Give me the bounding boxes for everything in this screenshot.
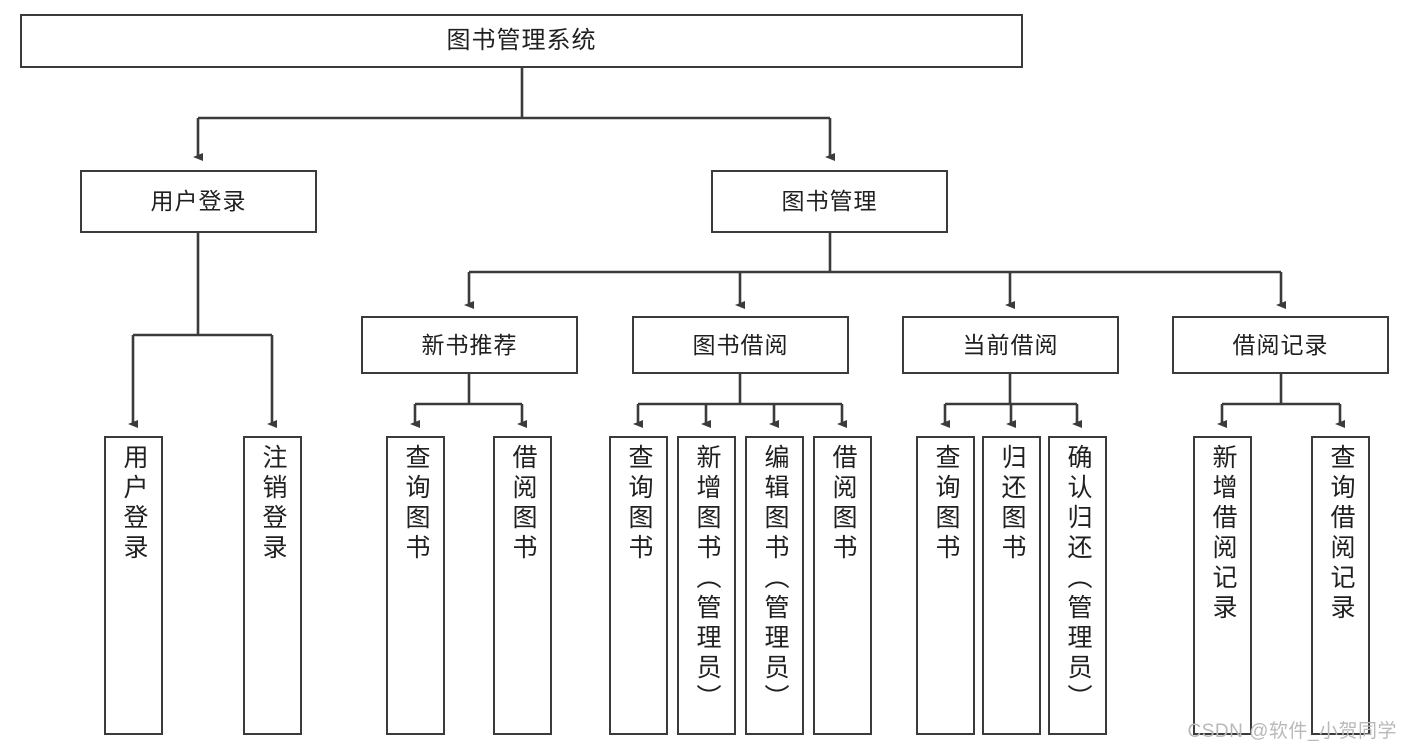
node-label: 确认归还（管理员）	[1064, 444, 1092, 714]
node-book-management[interactable]: 图书管理	[711, 170, 948, 233]
leaf-borrow-add-book[interactable]: 新增图书（管理员）	[677, 436, 736, 735]
leaf-records-query-record[interactable]: 查询借阅记录	[1311, 436, 1370, 735]
leaf-borrow-edit-book[interactable]: 编辑图书（管理员）	[745, 436, 804, 735]
node-label: 图书管理	[781, 188, 878, 215]
node-label: 编辑图书（管理员）	[761, 444, 789, 714]
node-label: 查询借阅记录	[1327, 444, 1355, 624]
leaf-user-login-login[interactable]: 用户登录	[104, 436, 163, 735]
node-label: 查询图书	[625, 444, 653, 564]
node-current-borrow[interactable]: 当前借阅	[902, 316, 1119, 374]
csdn-watermark: CSDN @软件_小贺同学	[1187, 721, 1397, 742]
node-label: 借阅图书	[829, 444, 857, 564]
node-label: 图书管理系统	[446, 27, 597, 55]
node-label: 用户登录	[150, 188, 247, 215]
leaf-current-confirm-return[interactable]: 确认归还（管理员）	[1048, 436, 1107, 735]
node-label: 图书借阅	[692, 331, 789, 358]
leaf-new-book-borrow[interactable]: 借阅图书	[493, 436, 552, 735]
node-user-login[interactable]: 用户登录	[80, 170, 317, 233]
node-label: 新书推荐	[421, 331, 518, 358]
leaf-current-query-book[interactable]: 查询图书	[916, 436, 975, 735]
leaf-current-return-book[interactable]: 归还图书	[982, 436, 1041, 735]
node-label: 用户登录	[120, 444, 148, 564]
leaf-records-add-record[interactable]: 新增借阅记录	[1193, 436, 1252, 735]
node-borrow-records[interactable]: 借阅记录	[1172, 316, 1389, 374]
node-label: 查询图书	[402, 444, 430, 564]
node-book-borrow[interactable]: 图书借阅	[632, 316, 849, 374]
node-label: 新增借阅记录	[1209, 444, 1237, 624]
node-label: 归还图书	[998, 444, 1026, 564]
leaf-user-login-logout[interactable]: 注销登录	[243, 436, 302, 735]
node-label: 借阅图书	[509, 444, 537, 564]
leaf-new-book-query[interactable]: 查询图书	[386, 436, 445, 735]
node-label: 查询图书	[932, 444, 960, 564]
node-label: 新增图书（管理员）	[693, 444, 721, 714]
leaf-borrow-borrow-book[interactable]: 借阅图书	[813, 436, 872, 735]
node-label: 借阅记录	[1232, 331, 1329, 358]
node-label: 注销登录	[259, 444, 287, 564]
leaf-borrow-query-book[interactable]: 查询图书	[609, 436, 668, 735]
node-root-system[interactable]: 图书管理系统	[20, 14, 1023, 68]
node-label: 当前借阅	[962, 331, 1059, 358]
node-new-book-recommend[interactable]: 新书推荐	[361, 316, 578, 374]
